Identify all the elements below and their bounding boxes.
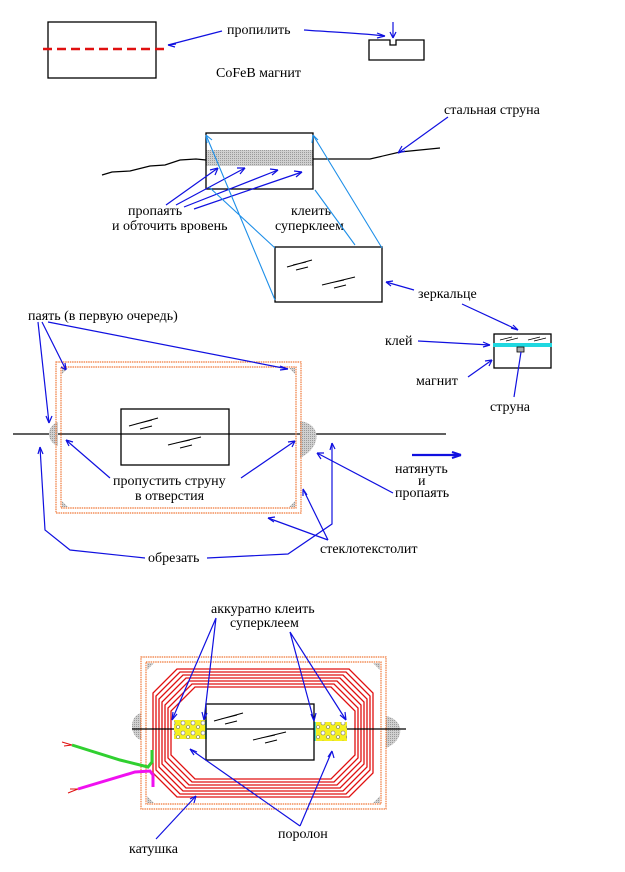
careful-glue-label-2: суперклеем xyxy=(230,616,299,631)
step3-frame: паять (в первую очередь) пропустить стру… xyxy=(13,309,462,566)
coil-label: катушка xyxy=(129,842,179,857)
coil-mirror xyxy=(205,703,315,761)
cs-string-label: струна xyxy=(490,400,531,415)
glue-label-2: суперклеем xyxy=(275,219,344,234)
step1-saw: пропилить CoFeB магнит xyxy=(43,21,425,81)
wire-magenta xyxy=(77,769,155,791)
fiberglass-inner xyxy=(60,366,297,509)
step2-mount: стальная струна пропаять и обточить вров… xyxy=(101,103,541,303)
sawn-magnet xyxy=(368,39,425,61)
thread-label-2: в отверстия xyxy=(135,489,205,504)
cs-string xyxy=(516,346,525,353)
saw-arrow-right xyxy=(303,29,386,37)
mirror-glare xyxy=(286,259,356,289)
glue-label-1: клеить xyxy=(291,204,331,219)
coil-turn xyxy=(152,668,374,798)
tension-label-2: и xyxy=(418,474,426,489)
cs-magnet xyxy=(493,333,552,369)
fiberglass-label: стеклотекстолит xyxy=(320,542,418,557)
steel-string-label: стальная струна xyxy=(444,103,541,118)
careful-glue-label-1: аккуратно клеить xyxy=(211,602,315,617)
foam-right xyxy=(315,722,347,741)
cs-glue-label: клей xyxy=(385,334,413,349)
steel-string-left xyxy=(101,158,207,176)
solder-label-1: пропаять xyxy=(128,204,182,219)
step4-coil: аккуратно клеить суперклеем поролон кату… xyxy=(61,602,406,857)
magnet-label: CoFeB магнит xyxy=(216,66,301,81)
steel-string-right xyxy=(313,147,441,160)
solder-arrows xyxy=(165,167,303,210)
mirror xyxy=(274,246,383,303)
saw-label: пропилить xyxy=(227,23,290,38)
coil-turn xyxy=(164,680,362,786)
coil-turn xyxy=(167,683,359,783)
projection-lines xyxy=(205,134,383,301)
tension-label-1: натянуть xyxy=(395,462,448,477)
saw-arrow-left xyxy=(167,30,223,46)
coil-frame-outer xyxy=(140,656,387,810)
cs-glue-layer xyxy=(493,343,552,347)
solder-first-label: паять (в первую очередь) xyxy=(28,309,178,324)
cross-section: клей магнит струна xyxy=(385,303,552,415)
thread-label-1: пропустить струну xyxy=(113,474,226,489)
coil-windings xyxy=(152,668,374,798)
foam-label: поролон xyxy=(278,827,328,842)
solder-fill xyxy=(206,150,313,166)
coil-frame-inner xyxy=(145,661,382,805)
coil-turn xyxy=(155,671,371,795)
mirror-label: зеркальце xyxy=(418,287,477,302)
wire-green xyxy=(71,743,154,769)
coil-turn xyxy=(170,686,356,780)
tension-label-3: пропаять xyxy=(395,486,449,501)
cs-magnet-label: магнит xyxy=(416,374,458,389)
cut-label: обрезать xyxy=(148,551,199,566)
solder-label-2: и обточить вровень xyxy=(112,219,227,234)
coil-turn xyxy=(161,677,365,789)
coil-turn xyxy=(158,674,368,792)
frame-mirror xyxy=(120,408,230,466)
magnet-on-string xyxy=(205,132,314,190)
foam-left xyxy=(174,720,206,739)
fiberglass-outer xyxy=(55,361,302,514)
